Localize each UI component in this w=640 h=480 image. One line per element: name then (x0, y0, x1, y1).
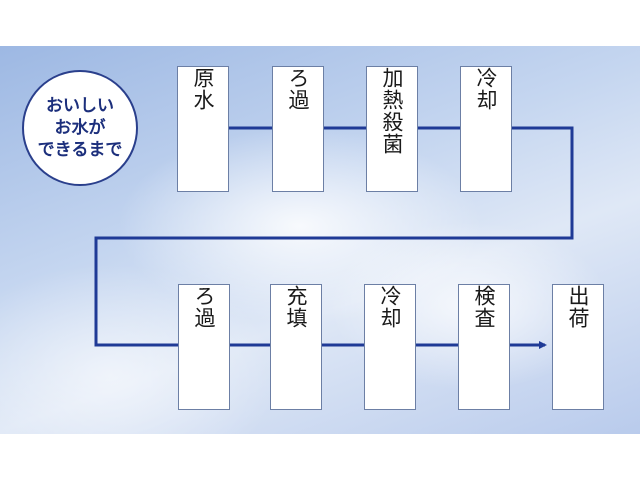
step-label: ろ過 (192, 285, 216, 329)
title-circle: おいしい お水が できるまで (22, 70, 138, 186)
step-label: 加熱殺菌 (380, 67, 404, 155)
title-line-3: できるまで (37, 140, 123, 160)
step-filtration-1: ろ過 (272, 66, 324, 192)
step-label: 原水 (191, 67, 215, 111)
step-heat-sterilization: 加熱殺菌 (366, 66, 418, 192)
step-label: ろ過 (286, 67, 310, 111)
step-label: 冷却 (378, 285, 402, 329)
step-raw-water: 原水 (177, 66, 229, 192)
step-inspection: 検査 (458, 284, 510, 410)
title-line-1: おいしい (46, 96, 114, 116)
step-label: 出荷 (566, 285, 590, 329)
connector-return (94, 126, 574, 347)
step-label: 検査 (472, 285, 496, 329)
step-filling: 充填 (270, 284, 322, 410)
step-label: 冷却 (474, 67, 498, 111)
step-cooling-2: 冷却 (364, 284, 416, 410)
step-filtration-2: ろ過 (178, 284, 230, 410)
step-cooling-1: 冷却 (460, 66, 512, 192)
title-line-2: お水が (54, 118, 106, 138)
step-label: 充填 (284, 285, 308, 329)
step-shipping: 出荷 (552, 284, 604, 410)
